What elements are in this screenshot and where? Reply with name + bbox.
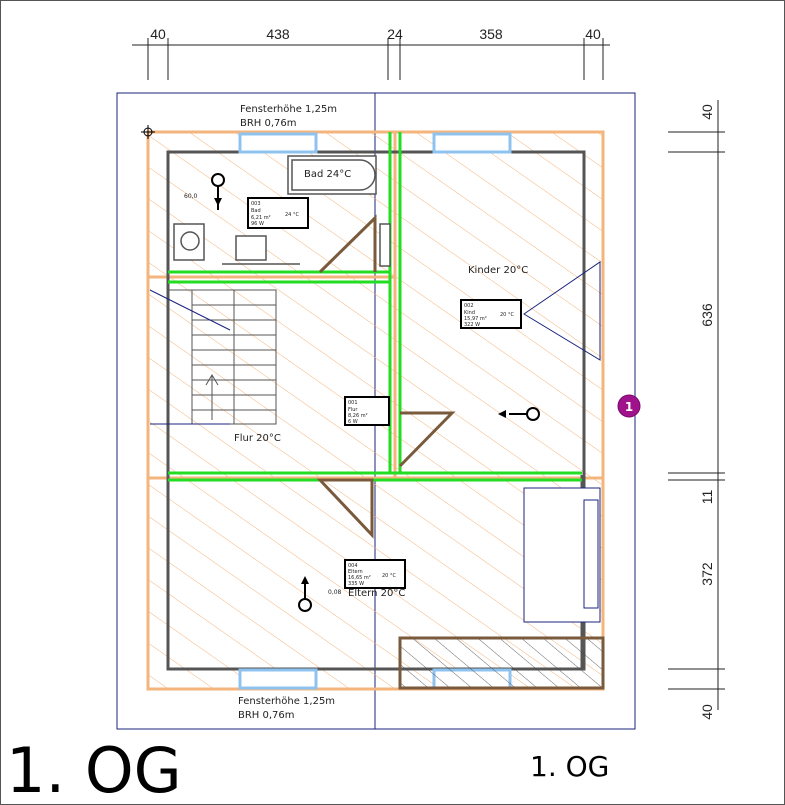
sheet-title-large: 1. OG <box>6 734 182 805</box>
bathtub <box>287 155 377 195</box>
door-kinder <box>398 411 456 468</box>
roof-slope <box>523 261 601 361</box>
svg-text:6 W: 6 W <box>348 419 358 425</box>
window-note-top-brh: BRH 0,76m <box>240 118 297 129</box>
svg-text:004: 004 <box>348 563 358 569</box>
room-label-eltern: Eltern 20°C <box>348 588 405 599</box>
small-label-eltern: 0,08 <box>328 589 342 596</box>
svg-text:003: 003 <box>251 201 261 207</box>
bed <box>523 487 601 623</box>
dim-right-5: 40 <box>699 704 715 720</box>
svg-text:16,65 m²: 16,65 m² <box>348 575 371 581</box>
marker-circle[interactable] <box>617 394 641 418</box>
dim-right-1: 40 <box>699 104 715 120</box>
dimension-right <box>668 100 725 710</box>
svg-text:15,97 m²: 15,97 m² <box>464 316 487 322</box>
sheet-title-small: 1. OG <box>530 750 609 783</box>
room-info-boxes <box>247 197 522 589</box>
svg-text:001: 001 <box>348 400 358 406</box>
green-walls <box>168 132 582 482</box>
dim-top-4: 358 <box>479 26 503 42</box>
thermostat-eltern <box>298 598 312 612</box>
svg-text:96 W: 96 W <box>251 221 264 227</box>
svg-text:Kind: Kind <box>464 310 475 316</box>
dim-top-3: 24 <box>387 26 403 42</box>
crosshair <box>141 125 155 139</box>
room-label-bad: Bad 24°C <box>304 169 351 180</box>
svg-text:24 °C: 24 °C <box>285 212 299 218</box>
thermostat-bad <box>211 173 225 187</box>
dim-top-2: 438 <box>266 26 290 42</box>
window-top-right <box>432 132 512 154</box>
window-note-top-height: Fensterhöhe 1,25m <box>240 104 337 115</box>
window-note-bottom-height: Fensterhöhe 1,25m <box>238 696 335 707</box>
doors <box>316 214 456 539</box>
svg-text:20 °C: 20 °C <box>382 573 396 579</box>
door-eltern <box>316 478 374 539</box>
window-top-left <box>238 132 318 154</box>
small-label-bad: 60,0 <box>184 193 198 200</box>
dim-right-4: 372 <box>699 562 715 586</box>
window-bottom-left <box>238 668 318 690</box>
svg-text:6,21 m²: 6,21 m² <box>251 215 271 221</box>
svg-text:8,26 m²: 8,26 m² <box>348 413 368 419</box>
dim-right-3: 11 <box>699 490 715 505</box>
door-bad <box>318 214 377 274</box>
window-note-bottom-brh: BRH 0,76m <box>238 710 295 721</box>
staircase <box>149 289 277 425</box>
thermostat-kinder <box>526 407 540 421</box>
sanitary-fixtures <box>173 223 391 267</box>
svg-text:Flur: Flur <box>348 407 358 413</box>
room-outlines <box>146 130 605 691</box>
dim-right-2: 636 <box>699 303 715 327</box>
dimension-top <box>132 38 610 80</box>
dim-top-1: 40 <box>150 26 166 42</box>
svg-text:Bad: Bad <box>251 208 261 214</box>
thermostat-arrows <box>214 198 506 584</box>
svg-text:322 W: 322 W <box>464 322 480 328</box>
svg-text:Eltern: Eltern <box>348 569 363 575</box>
svg-text:002: 002 <box>464 303 474 309</box>
wardrobe <box>398 636 605 690</box>
svg-text:20 °C: 20 °C <box>500 312 514 318</box>
dim-top-5: 40 <box>585 26 601 42</box>
marker-number: 1 <box>625 400 633 414</box>
svg-text:335 W: 335 W <box>348 581 364 587</box>
room-label-flur: Flur 20°C <box>234 433 281 444</box>
room-label-kinder: Kinder 20°C <box>468 265 528 276</box>
